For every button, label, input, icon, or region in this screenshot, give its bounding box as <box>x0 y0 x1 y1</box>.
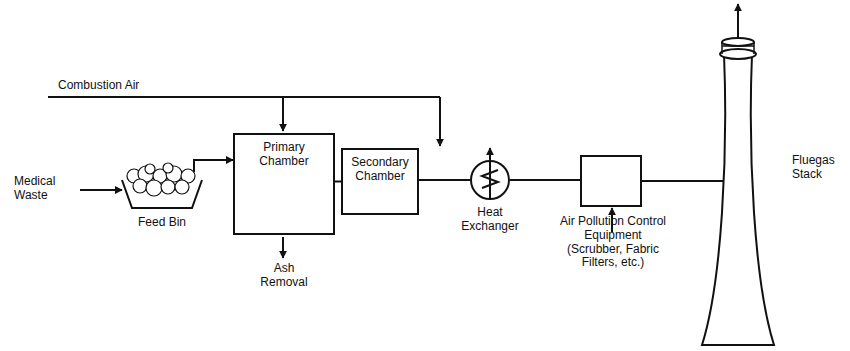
heat-coil <box>482 170 498 188</box>
node-label: Secondary Chamber <box>345 156 415 184</box>
flow-label: Ash Removal <box>254 262 314 290</box>
process-box: Secondary Chamber <box>341 148 419 215</box>
node-label: Feed Bin <box>132 216 192 230</box>
stack-rim <box>720 49 756 59</box>
flow-connector <box>642 180 724 182</box>
node-label: Heat Exchanger <box>455 206 525 234</box>
flow-connector <box>194 160 233 172</box>
flow-connector <box>419 179 470 181</box>
node-label: Primary Chamber <box>252 141 316 169</box>
heat-exchanger: Heat Exchanger <box>470 160 510 200</box>
waste-item <box>133 179 147 193</box>
process-box: Air Pollution Control Equipment (Scrubbe… <box>580 155 642 207</box>
stack-outline <box>688 32 788 347</box>
exchanger-circle <box>471 161 509 199</box>
waste-item <box>161 180 175 194</box>
stack-body <box>702 54 774 345</box>
flue-stack: Fluegas Stack <box>688 32 788 347</box>
waste-feed-arrow <box>80 189 122 191</box>
air-feed-arrow <box>282 97 284 131</box>
waste-item <box>163 163 173 173</box>
circle-outline <box>470 160 510 200</box>
node-label: Fluegas Stack <box>792 154 846 182</box>
flow-label: Medical Waste <box>14 175 76 203</box>
stack-top <box>722 38 754 46</box>
process-box: Primary Chamber <box>233 133 335 235</box>
flow-connector <box>510 179 580 181</box>
air-feed-arrow <box>439 97 441 146</box>
flow-label: Combustion Air <box>58 79 168 93</box>
waste-item <box>146 180 162 196</box>
feed-bin: Feed Bin <box>120 166 204 210</box>
node-label: Air Pollution Control Equipment (Scrubbe… <box>555 215 671 270</box>
bin-outline <box>120 166 204 210</box>
waste-item <box>145 164 155 174</box>
waste-item <box>175 180 189 194</box>
air-duct-line <box>48 96 440 98</box>
bin-body <box>122 180 202 208</box>
exhaust-arrow <box>737 4 739 40</box>
ash-arrow <box>282 237 284 258</box>
